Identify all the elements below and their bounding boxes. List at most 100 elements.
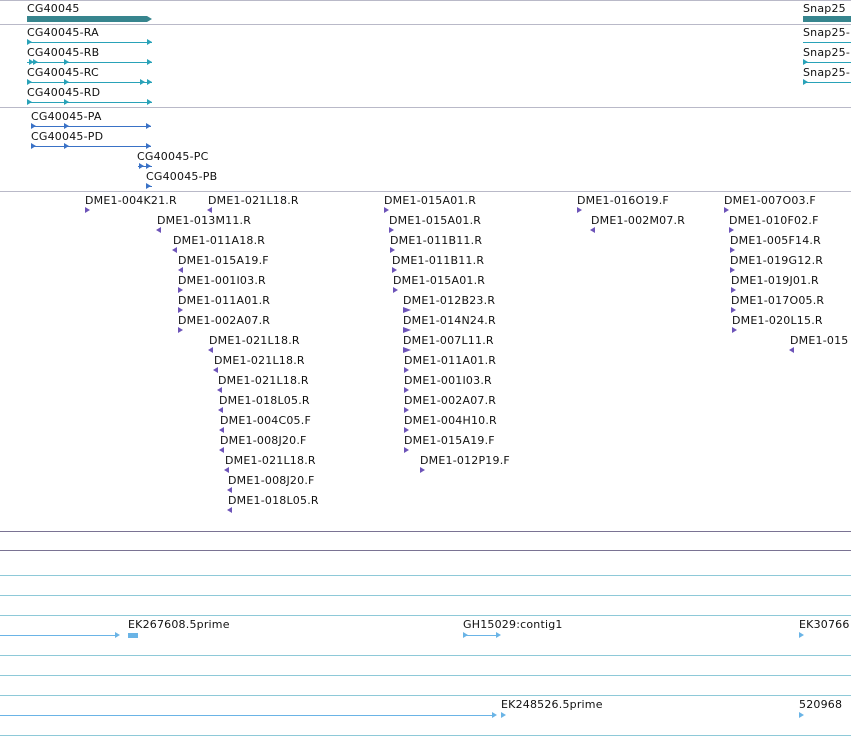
clone-label[interactable]: DME1-018L05.R bbox=[228, 494, 319, 507]
clone-label[interactable]: DME1-005F14.R bbox=[730, 234, 821, 247]
clone-label[interactable]: DME1-002M07.R bbox=[591, 214, 686, 227]
clone-end-marker[interactable] bbox=[178, 307, 183, 313]
clone-end-marker[interactable] bbox=[789, 347, 794, 353]
clone-end-marker[interactable] bbox=[590, 227, 595, 233]
transcript-glyph[interactable] bbox=[803, 82, 851, 83]
protein-label[interactable]: CG40045-PC bbox=[137, 150, 209, 163]
clone-end-marker[interactable] bbox=[224, 467, 229, 473]
transcript-label[interactable]: Snap25- bbox=[803, 26, 851, 39]
clone-label[interactable]: DME1-011A01.R bbox=[404, 354, 497, 367]
clone-label[interactable]: DME1-021L18.R bbox=[214, 354, 305, 367]
protein-label[interactable]: CG40045-PA bbox=[31, 110, 102, 123]
clone-label[interactable]: DME1-001I03.R bbox=[178, 274, 266, 287]
clone-end-marker[interactable] bbox=[403, 327, 411, 333]
clone-label[interactable]: DME1-004C05.F bbox=[220, 414, 311, 427]
clone-end-marker[interactable] bbox=[219, 447, 224, 453]
clone-label[interactable]: DME1-011A01.R bbox=[178, 294, 271, 307]
transcript-glyph[interactable] bbox=[27, 82, 152, 83]
clone-end-marker[interactable] bbox=[227, 487, 232, 493]
clone-end-marker[interactable] bbox=[577, 207, 582, 213]
clone-end-marker[interactable] bbox=[731, 307, 736, 313]
est-glyph[interactable] bbox=[128, 633, 138, 638]
clone-end-marker[interactable] bbox=[213, 367, 218, 373]
clone-label[interactable]: DME1-016O19.F bbox=[577, 194, 669, 207]
clone-label[interactable]: DME1-011B11.R bbox=[392, 254, 485, 267]
clone-label[interactable]: DME1-019J01.R bbox=[731, 274, 819, 287]
clone-end-marker[interactable] bbox=[178, 267, 183, 273]
clone-label[interactable]: DME1-011A18.R bbox=[173, 234, 266, 247]
clone-end-marker[interactable] bbox=[85, 207, 90, 213]
clone-end-marker[interactable] bbox=[172, 247, 177, 253]
clone-label[interactable]: DME1-007L11.R bbox=[403, 334, 494, 347]
clone-end-marker[interactable] bbox=[390, 247, 395, 253]
est-glyph[interactable] bbox=[463, 635, 498, 636]
protein-label[interactable]: CG40045-PB bbox=[146, 170, 218, 183]
protein-label[interactable]: CG40045-PD bbox=[31, 130, 104, 143]
clone-end-marker[interactable] bbox=[404, 367, 409, 373]
clone-end-marker[interactable] bbox=[404, 407, 409, 413]
clone-label[interactable]: DME1-008J20.F bbox=[228, 474, 315, 487]
gene-glyph[interactable] bbox=[803, 16, 851, 22]
transcript-label[interactable]: CG40045-RC bbox=[27, 66, 99, 79]
clone-end-marker[interactable] bbox=[384, 207, 389, 213]
transcript-label[interactable]: CG40045-RD bbox=[27, 86, 101, 99]
clone-end-marker[interactable] bbox=[207, 207, 212, 213]
clone-end-marker[interactable] bbox=[729, 227, 734, 233]
clone-label[interactable]: DME1-015A01.R bbox=[389, 214, 482, 227]
clone-label[interactable]: DME1-021L18.R bbox=[208, 194, 299, 207]
protein-glyph[interactable] bbox=[31, 126, 151, 127]
transcript-glyph[interactable] bbox=[27, 62, 152, 63]
clone-label[interactable]: DME1-015A01.R bbox=[393, 274, 486, 287]
clone-label[interactable]: DME1-015 bbox=[790, 334, 849, 347]
transcript-label[interactable]: CG40045-RA bbox=[27, 26, 99, 39]
transcript-glyph[interactable] bbox=[27, 102, 152, 103]
clone-end-marker[interactable] bbox=[393, 287, 398, 293]
clone-label[interactable]: DME1-004H10.R bbox=[404, 414, 497, 427]
clone-end-marker[interactable] bbox=[217, 387, 222, 393]
transcript-glyph[interactable] bbox=[803, 42, 851, 43]
clone-label[interactable]: DME1-013M11.R bbox=[157, 214, 252, 227]
clone-label[interactable]: DME1-015A19.F bbox=[404, 434, 495, 447]
est-label[interactable]: GH15029:contig1 bbox=[463, 618, 563, 631]
clone-label[interactable]: DME1-007O03.F bbox=[724, 194, 816, 207]
clone-end-marker[interactable] bbox=[404, 447, 409, 453]
est-glyph[interactable] bbox=[0, 715, 495, 716]
clone-label[interactable]: DME1-015A19.F bbox=[178, 254, 269, 267]
transcript-label[interactable]: Snap25- bbox=[803, 66, 851, 79]
clone-end-marker[interactable] bbox=[178, 287, 183, 293]
est-label[interactable]: EK248526.5prime bbox=[501, 698, 603, 711]
clone-label[interactable]: DME1-002A07.R bbox=[404, 394, 497, 407]
gene-glyph[interactable] bbox=[27, 16, 147, 22]
clone-end-marker[interactable] bbox=[218, 407, 223, 413]
clone-label[interactable]: DME1-014N24.R bbox=[403, 314, 496, 327]
clone-end-marker[interactable] bbox=[227, 507, 232, 513]
clone-end-marker[interactable] bbox=[178, 327, 183, 333]
clone-end-marker[interactable] bbox=[730, 267, 735, 273]
clone-label[interactable]: DME1-021L18.R bbox=[225, 454, 316, 467]
gene-label[interactable]: CG40045 bbox=[27, 2, 80, 15]
clone-end-marker[interactable] bbox=[156, 227, 161, 233]
clone-label[interactable]: DME1-015A01.R bbox=[384, 194, 477, 207]
clone-label[interactable]: DME1-011B11.R bbox=[390, 234, 483, 247]
transcript-label[interactable]: Snap25- bbox=[803, 46, 851, 59]
protein-glyph[interactable] bbox=[31, 146, 151, 147]
transcript-glyph[interactable] bbox=[803, 62, 851, 63]
est-glyph[interactable] bbox=[0, 635, 118, 636]
gene-label[interactable]: Snap25 bbox=[803, 2, 846, 15]
clone-end-marker[interactable] bbox=[730, 247, 735, 253]
clone-end-marker[interactable] bbox=[403, 347, 411, 353]
clone-end-marker[interactable] bbox=[389, 227, 394, 233]
clone-label[interactable]: DME1-002A07.R bbox=[178, 314, 271, 327]
clone-end-marker[interactable] bbox=[404, 427, 409, 433]
clone-label[interactable]: DME1-021L18.R bbox=[218, 374, 309, 387]
est-label[interactable]: EK267608.5prime bbox=[128, 618, 230, 631]
est-label[interactable]: 520968 bbox=[799, 698, 843, 711]
clone-label[interactable]: DME1-021L18.R bbox=[209, 334, 300, 347]
clone-label[interactable]: DME1-010F02.F bbox=[729, 214, 819, 227]
clone-label[interactable]: DME1-008J20.F bbox=[220, 434, 307, 447]
clone-label[interactable]: DME1-012P19.F bbox=[420, 454, 510, 467]
clone-label[interactable]: DME1-017O05.R bbox=[731, 294, 825, 307]
clone-end-marker[interactable] bbox=[404, 387, 409, 393]
clone-end-marker[interactable] bbox=[219, 427, 224, 433]
clone-end-marker[interactable] bbox=[208, 347, 213, 353]
